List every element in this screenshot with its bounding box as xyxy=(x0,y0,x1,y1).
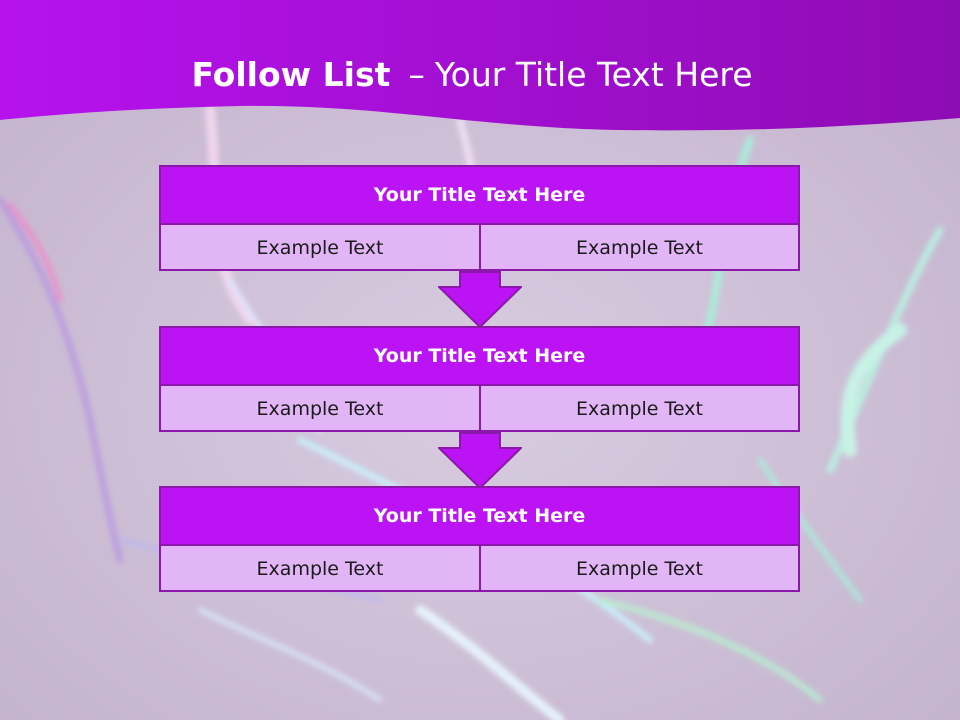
block-cell-left: Example Text xyxy=(161,546,481,592)
block-cell-left: Example Text xyxy=(161,225,481,271)
block-title: Your Title Text Here xyxy=(161,488,798,546)
block-cell-right: Example Text xyxy=(576,398,703,420)
slide-title: Follow List–Your Title Text Here xyxy=(0,52,944,98)
block-cell-left: Example Text xyxy=(161,386,481,432)
title-dash: – xyxy=(408,55,425,94)
block-cell-right: Example Text xyxy=(576,237,703,259)
down-arrow-icon xyxy=(438,432,522,490)
list-block-3: Your Title Text Here Example Text Exampl… xyxy=(159,486,800,592)
list-block-2: Your Title Text Here Example Text Exampl… xyxy=(159,326,800,432)
header-banner xyxy=(0,0,960,131)
block-title: Your Title Text Here xyxy=(161,328,798,386)
title-subtitle: Your Title Text Here xyxy=(434,55,753,94)
block-title: Your Title Text Here xyxy=(161,167,798,225)
title-bold: Follow List xyxy=(191,55,391,94)
block-cell-right: Example Text xyxy=(576,558,703,580)
down-arrow-icon xyxy=(438,271,522,329)
list-block-1: Your Title Text Here Example Text Exampl… xyxy=(159,165,800,271)
